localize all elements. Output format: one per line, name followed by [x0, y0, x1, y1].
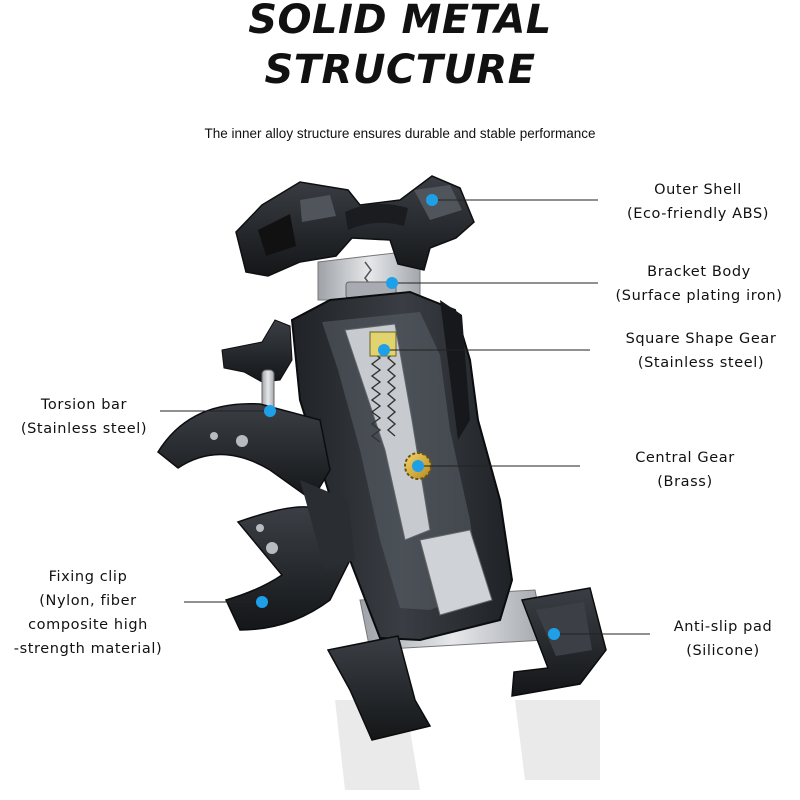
- anti-slip-pad-shape: [326, 587, 607, 741]
- marker-outer-shell: [426, 194, 438, 206]
- callout-square-gear: Square Shape Gear (Stainless steel): [604, 327, 798, 375]
- callout-fixing-clip-line-4: -strength material): [13, 641, 163, 657]
- marker-anti-slip: [548, 628, 560, 640]
- callout-outer-shell: Outer Shell (Eco-friendly ABS): [600, 178, 796, 226]
- callout-outer-shell-title: Outer Shell: [654, 182, 742, 198]
- leader-lines: [160, 199, 650, 635]
- callout-outer-shell-material: (Eco-friendly ABS): [626, 206, 770, 222]
- callout-bracket-body: Bracket Body (Surface plating iron): [600, 260, 798, 308]
- marker-central-gear: [412, 460, 424, 472]
- callout-bracket-body-title: Bracket Body: [647, 264, 751, 280]
- callout-square-gear-material: (Stainless steel): [637, 355, 765, 371]
- callout-torsion-bar-material: (Stainless steel): [20, 421, 148, 437]
- callout-anti-slip-material: (Silicone): [686, 643, 760, 659]
- marker-fixing-clip: [256, 596, 268, 608]
- callout-square-gear-title: Square Shape Gear: [625, 331, 777, 347]
- callout-fixing-clip: Fixing clip (Nylon, fiber composite high…: [0, 565, 176, 661]
- callout-central-gear-title: Central Gear: [635, 450, 735, 466]
- marker-square-gear: [378, 344, 390, 356]
- marker-bracket-body: [386, 277, 398, 289]
- headline-line-1: SOLID METAL: [248, 0, 552, 43]
- main-body-shape: [290, 290, 514, 642]
- callout-fixing-clip-line-2: (Nylon, fiber: [39, 593, 137, 609]
- outer-shell-shape: [235, 175, 475, 277]
- callout-torsion-bar: Torsion bar (Stainless steel): [4, 393, 164, 441]
- callout-anti-slip: Anti-slip pad (Silicone): [650, 615, 796, 663]
- marker-torsion-bar: [264, 405, 276, 417]
- marker-dots: [256, 194, 560, 640]
- callout-fixing-clip-line-3: composite high: [28, 617, 148, 633]
- headline-line-2: STRUCTURE: [264, 47, 536, 93]
- callout-anti-slip-title: Anti-slip pad: [673, 619, 773, 635]
- callout-bracket-body-material: (Surface plating iron): [615, 288, 783, 304]
- callout-central-gear-material: (Brass): [657, 474, 713, 490]
- callout-fixing-clip-title: Fixing clip: [48, 569, 128, 585]
- subtitle: The inner alloy structure ensures durabl…: [204, 126, 596, 141]
- callout-torsion-bar-title: Torsion bar: [40, 397, 128, 413]
- callout-central-gear: Central Gear (Brass): [610, 446, 760, 494]
